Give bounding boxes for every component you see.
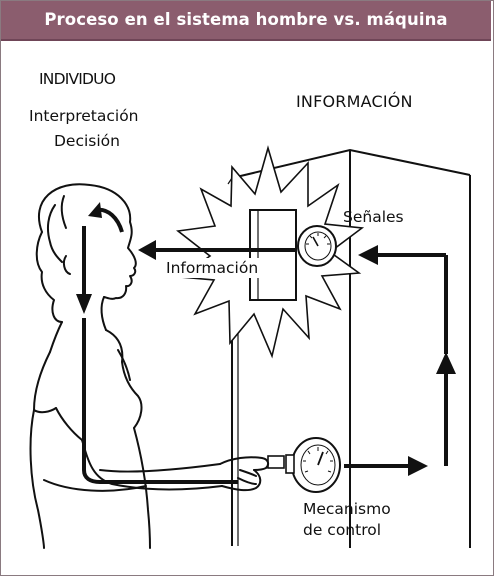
decision-label: Decisión	[54, 132, 120, 150]
interpretacion-label: Interpretación	[29, 107, 139, 125]
informacion-header-label: INFORMACIÓN	[296, 92, 413, 111]
de-control-label: de control	[303, 521, 382, 539]
figure-title: Proceso en el sistema hombre vs. máquina	[1, 1, 491, 41]
signal-gauge-icon	[297, 225, 337, 267]
person-figure	[29, 183, 270, 549]
senales-label: Señales	[343, 208, 404, 226]
arrow-heads	[76, 202, 456, 476]
control-gauge-icon	[267, 437, 341, 493]
informacion-arrow-label: Información	[165, 258, 260, 278]
mecanismo-label: Mecanismo	[303, 500, 391, 518]
individuo-label: INDIVIDUO	[39, 70, 116, 88]
